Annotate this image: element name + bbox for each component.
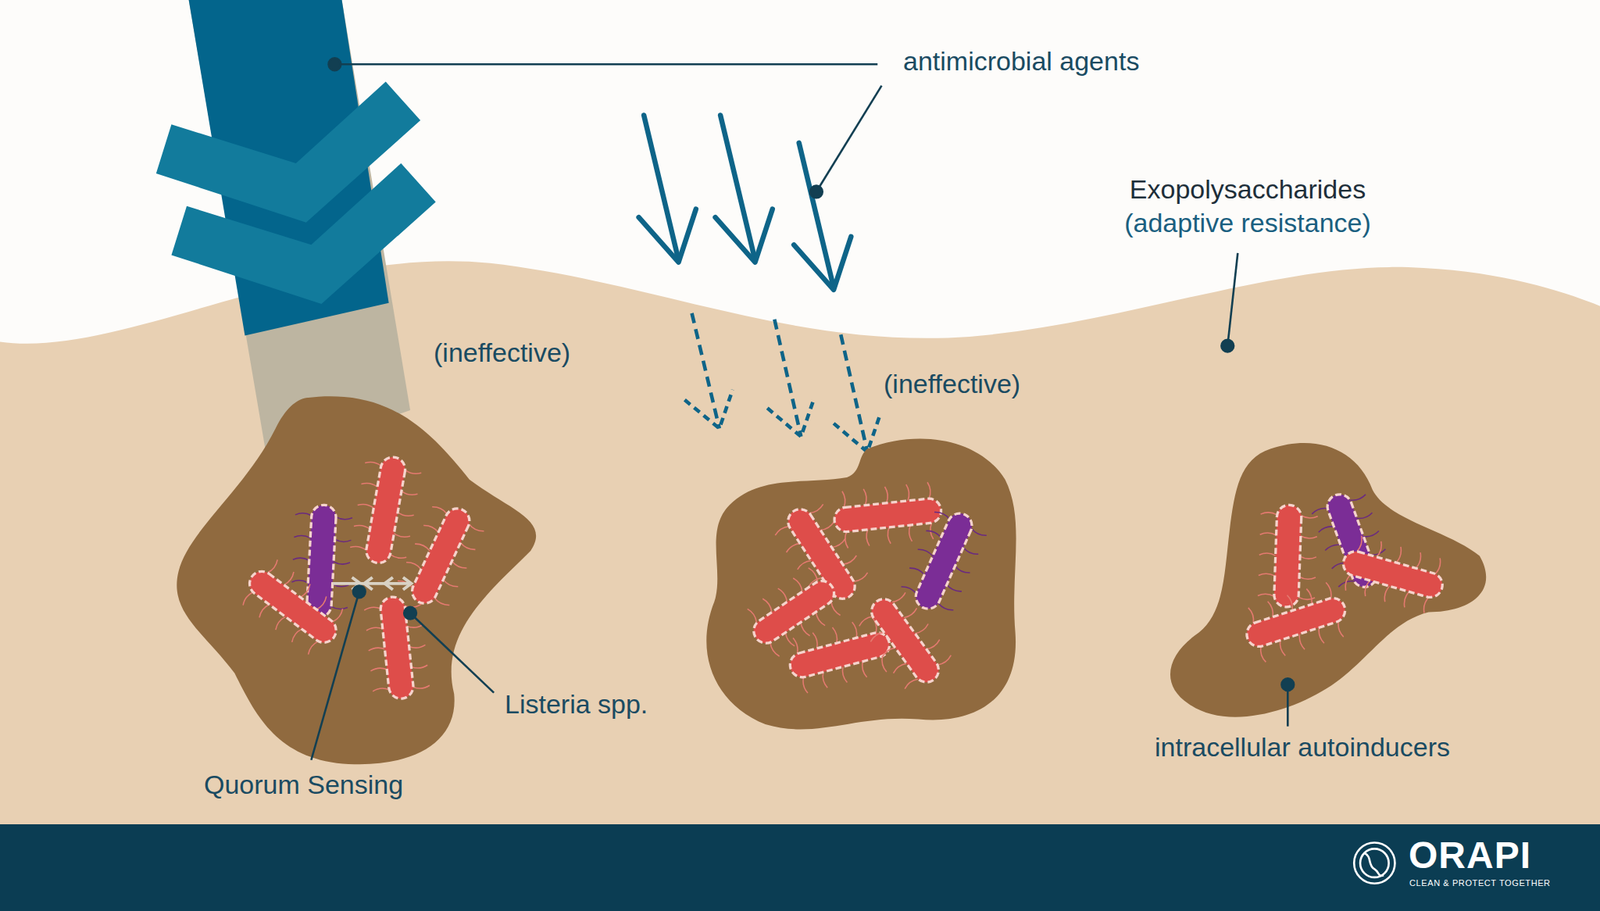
ineffective-arrows [684,313,881,453]
label: (ineffective) [883,367,1021,400]
label: antimicrobial agents [903,45,1140,78]
label: CLEAN & PROTECT TOGETHER [1409,878,1551,889]
label: (ineffective) [433,336,571,369]
quorum-signal [332,577,412,590]
bacteria-cluster [706,438,1016,729]
bacterium [348,452,424,568]
antimicrobial-arrows [639,115,852,290]
label: Exopolysaccharides [1129,173,1366,206]
label: Listeria spp. [504,688,648,721]
bacterium [393,497,489,615]
bacterium [853,584,957,697]
bacterium [831,481,944,550]
bacterium [896,503,991,620]
biofilm-matrix [0,260,1600,826]
leader-lines [310,57,1294,760]
label: ORAPI [1408,832,1532,879]
label: (adaptive resistance) [1124,207,1372,240]
label: intracellular autoinducers [1154,731,1450,764]
bacteria-cluster [1170,442,1486,718]
label: Quorum Sensing [203,768,404,801]
bacteria [235,452,1450,702]
brush-bristle [171,163,436,304]
bacterium [235,553,351,661]
footer-band [0,824,1600,911]
bacterium [1238,579,1354,666]
bacterium [782,614,897,696]
bacterium [363,593,431,701]
bacteria-cluster [176,396,536,765]
logo-globe [1353,842,1395,884]
bacterium [1335,532,1450,616]
